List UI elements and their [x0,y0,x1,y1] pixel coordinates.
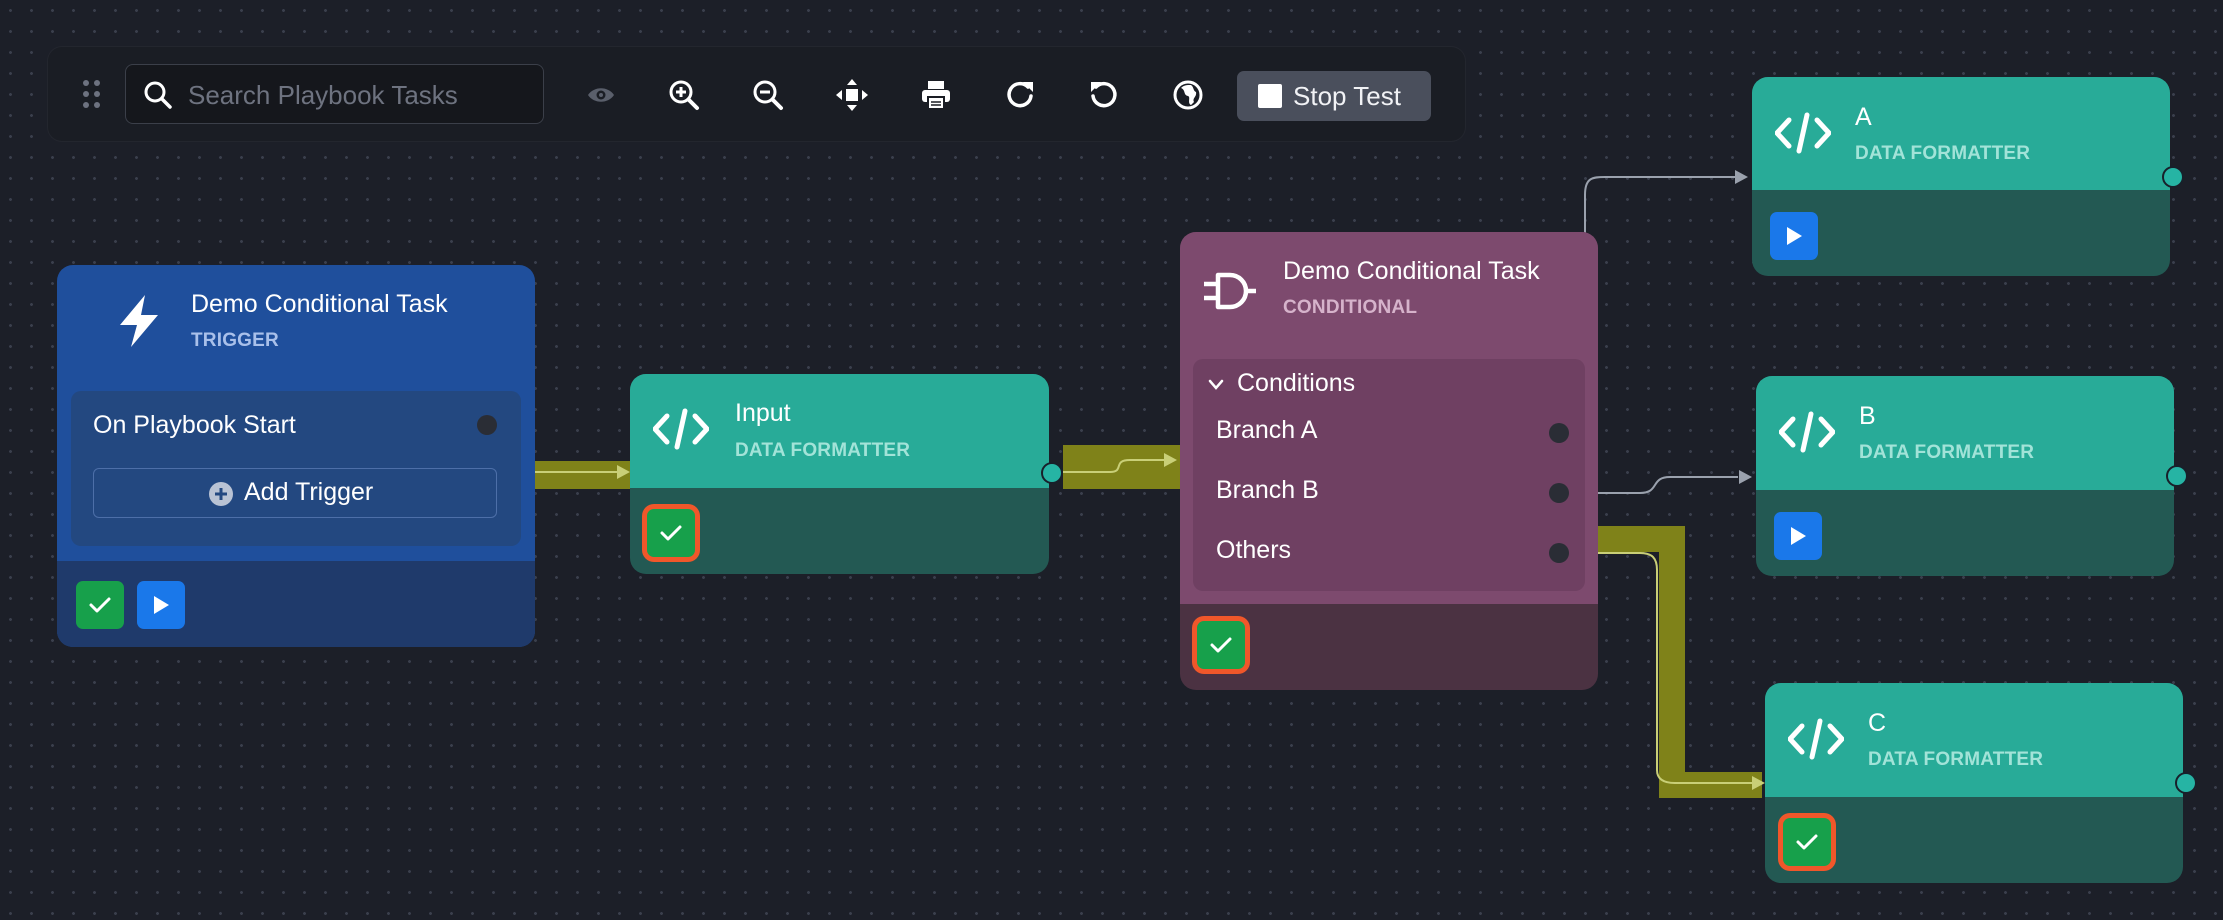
arrowhead [617,465,630,479]
success-status-button[interactable] [76,581,124,629]
node-c-output-port[interactable] [2177,774,2195,792]
node-a-header [1752,77,2170,190]
trigger-node-footer [57,561,535,647]
search-input[interactable] [186,75,530,115]
node-b-title: B [1859,402,1876,430]
chevron-down-icon[interactable] [1207,378,1225,392]
drag-handle-icon[interactable] [83,80,103,110]
stop-test-button[interactable]: Stop Test [1237,71,1431,121]
search-icon [144,81,172,109]
add-trigger-button[interactable]: Add Trigger [93,468,497,518]
zoom-out-icon[interactable] [750,77,786,113]
branch-a-port[interactable] [1549,423,1569,443]
toolbar: Stop Test [48,47,1465,141]
branch-others-port[interactable] [1549,543,1569,563]
arrowhead [1739,470,1752,484]
run-button[interactable] [137,581,185,629]
print-icon[interactable] [918,77,954,113]
plus-circle-icon [209,482,233,506]
arrowhead [1735,170,1748,184]
play-icon [1787,227,1802,245]
branch-a-label[interactable]: Branch A [1216,416,1318,444]
node-b-header [1756,376,2174,490]
play-icon [1791,527,1806,545]
success-status-button[interactable] [1197,621,1245,669]
trigger-node-type: TRIGGER [191,330,279,351]
check-icon [1210,637,1232,653]
zoom-in-icon[interactable] [666,77,702,113]
node-c-title: C [1868,709,1887,737]
node-b-type: DATA FORMATTER [1859,442,2035,463]
active-path-others-c [1596,526,1762,798]
node-c-type: DATA FORMATTER [1868,749,2044,770]
code-icon [1779,411,1835,453]
code-icon [1788,718,1844,760]
play-icon [154,596,169,614]
trigger-output-port[interactable] [477,415,497,435]
input-node[interactable]: Input DATA FORMATTER [630,374,1049,574]
eye-icon[interactable] [583,77,619,113]
node-a-type: DATA FORMATTER [1855,143,2031,164]
code-icon [653,408,709,450]
stop-test-label: Stop Test [1293,81,1401,111]
node-a-title: A [1855,103,1872,131]
check-icon [1796,834,1818,850]
edge-branch-b [1562,476,1738,494]
conditions-label[interactable]: Conditions [1237,369,1356,397]
arrowhead [1752,776,1765,790]
edge-input-conditional [1063,459,1165,473]
input-node-title: Input [735,399,791,427]
success-status-button[interactable] [1783,818,1831,866]
input-node-header [630,374,1049,488]
active-path-input-conditional [1063,445,1180,489]
globe-icon[interactable] [1170,77,1206,113]
trigger-node[interactable]: Demo Conditional Task TRIGGER On Playboo… [57,265,535,647]
trigger-item-label[interactable]: On Playbook Start [93,411,296,439]
active-path-trigger-input [534,461,630,489]
branch-b-label[interactable]: Branch B [1216,476,1319,504]
redo-icon[interactable] [1002,77,1038,113]
fit-view-icon[interactable] [834,77,870,113]
input-node-type: DATA FORMATTER [735,440,911,461]
node-a-output-port[interactable] [2164,168,2182,186]
node-a[interactable]: A DATA FORMATTER [1752,77,2170,276]
code-icon [1775,112,1831,154]
branch-others-label[interactable]: Others [1216,536,1292,564]
node-c[interactable]: C DATA FORMATTER [1765,683,2183,883]
edge-others [1562,552,1752,784]
run-button[interactable] [1774,512,1822,560]
conditional-node-title: Demo Conditional Task [1283,257,1540,285]
success-status-button[interactable] [647,509,695,557]
branch-b-port[interactable] [1549,483,1569,503]
add-trigger-label: Add Trigger [244,478,374,506]
input-output-port[interactable] [1043,464,1061,482]
node-c-header [1765,683,2183,797]
check-icon [89,597,111,613]
conditional-node-type: CONDITIONAL [1283,297,1418,318]
node-b-output-port[interactable] [2168,467,2186,485]
lightning-icon [120,295,158,347]
search-box [125,64,544,124]
undo-icon[interactable] [1086,77,1122,113]
trigger-list-panel: On Playbook Start Add Trigger [71,391,521,546]
stop-icon [1258,84,1282,108]
conditions-panel: Conditions Branch A Branch B Others [1193,359,1585,591]
check-icon [660,525,682,541]
conditional-node[interactable]: Demo Conditional Task CONDITIONAL Condit… [1180,232,1598,690]
logic-gate-icon [1204,272,1256,310]
trigger-node-title: Demo Conditional Task [191,290,448,318]
run-button[interactable] [1770,212,1818,260]
arrowhead [1164,453,1177,467]
node-b[interactable]: B DATA FORMATTER [1756,376,2174,576]
